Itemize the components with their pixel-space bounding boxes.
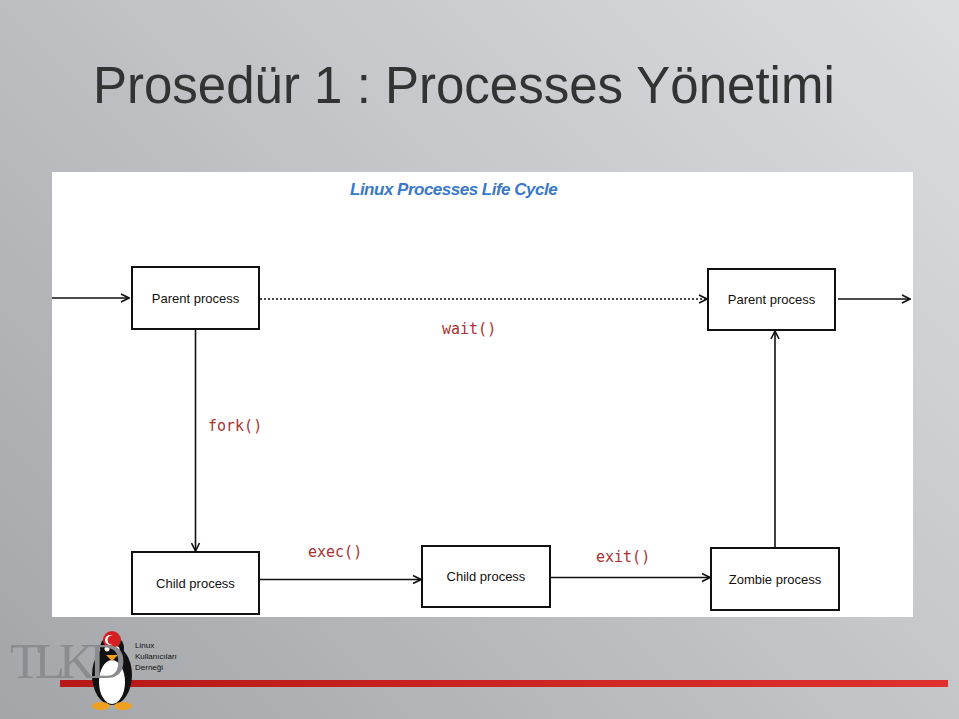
box-text: Child process <box>156 576 235 591</box>
box-text: Child process <box>447 569 526 584</box>
process-box: Parent process <box>131 266 260 330</box>
process-box: Child process <box>421 545 551 608</box>
incoming-arrow <box>52 297 129 299</box>
outgoing-arrow <box>838 298 910 300</box>
connector-arrow <box>774 331 776 547</box>
connector-arrow <box>195 330 197 551</box>
call-label: exit() <box>594 548 652 566</box>
process-box: Zombie process <box>710 547 840 611</box>
footer-bar <box>60 680 948 687</box>
connector-arrow <box>260 298 707 300</box>
slide-title: Prosedür 1 : Processes Yönetimi <box>93 56 835 115</box>
process-box: Parent process <box>707 268 836 331</box>
process-box: Child process <box>131 551 260 615</box>
connector-arrow <box>551 577 710 579</box>
call-label: fork() <box>206 417 264 435</box>
logo-letters: TLKD <box>10 632 119 690</box>
call-label: exec() <box>306 543 364 561</box>
box-text: Zombie process <box>729 572 821 587</box>
box-text: Parent process <box>728 292 815 307</box>
association-name: Linux Kullanıcıları Derneği <box>135 640 185 673</box>
diagram-heading: Linux Processes Life Cycle <box>350 180 557 200</box>
box-text: Parent process <box>152 291 239 306</box>
connector-arrow <box>260 579 421 581</box>
call-label: wait() <box>440 320 498 338</box>
